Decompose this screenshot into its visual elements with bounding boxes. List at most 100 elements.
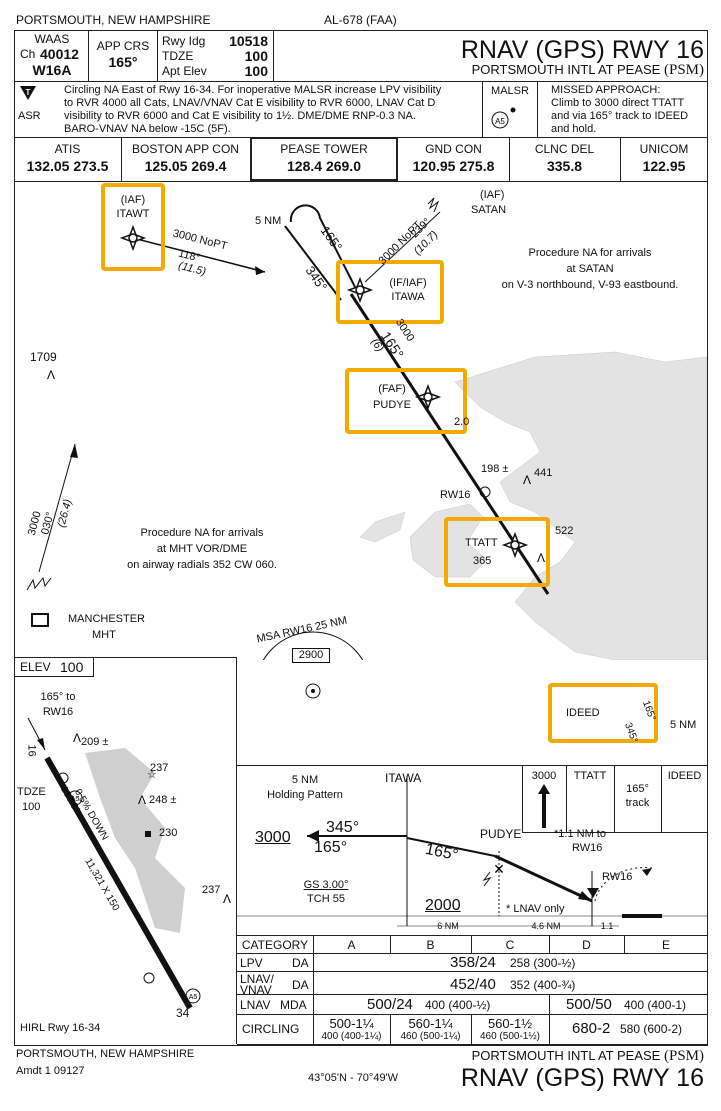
ttatt-name: TTATT [465,537,498,549]
comm-label-4: CLNC DEL [534,142,595,156]
note-line4: BARO-VNAV NA below -15C (5F). [64,123,231,135]
svg-text:Λ: Λ [523,473,531,487]
lnav-de-haa: 400 (400-1) [624,998,687,1012]
page-title: RNAV (GPS) RWY 16 [460,36,704,64]
table-header-3: C [505,938,515,952]
lnav-abc-minimum: 500/24 [367,996,413,1013]
profile-dist1: 6 NM [437,921,459,931]
table-header-2: B [426,938,435,952]
icon-altitude: 3000 [531,770,557,782]
apt-elev-value: 100 [244,63,268,79]
wcode: W16A [32,62,72,78]
iaf1-name: ITAWT [116,208,150,220]
profile-crs-out: 345° [326,819,360,836]
rwy-ldg-value: 10518 [229,33,268,49]
tdze-label: TDZE [162,49,194,63]
satan-type: (IAF) [480,189,505,201]
obstacle-209: 209 ± [81,736,109,748]
icon-ideed: IDEED [667,770,702,782]
ch-value: 40012 [40,46,79,62]
obstacle-237a: 237 [150,762,169,774]
highlight-itawt [101,183,165,271]
comm-freq-5: 122.95 [642,158,686,174]
elev-value: 100 [60,659,84,675]
circling-b-min: 560-1¼ [408,1016,453,1031]
comm-label-1: BOSTON APP CON [132,142,239,156]
profile-alt2000: 2000 [425,897,461,914]
lnav-vnav-haa: 352 (400-¾) [510,978,576,992]
table-header-4: D [582,938,591,952]
iaf1-type: (IAF) [120,194,146,206]
circling-de-haa: 580 (600-2) [620,1022,683,1036]
rw16-label: RW16 [440,489,471,501]
waas-label: WAAS [34,32,70,46]
elev-label: ELEV [20,660,51,674]
profile-gs: GS 3.00° [303,879,349,891]
malsr-label: MALSR [491,85,529,97]
profile-note-rw: RW16 [572,842,603,854]
svg-text:A5: A5 [495,117,505,126]
triangle-t-icon: T [20,86,36,100]
rwy-16-label: 16 [25,744,38,757]
table-vline [471,1014,472,1044]
comm-freq-0: 132.05 273.5 [26,158,109,174]
svg-text:Λ: Λ [537,551,545,565]
hirl-label: HIRL Rwy 16-34 [20,1022,101,1034]
svg-text:✕: ✕ [493,861,505,877]
obstacle-441: 441 [534,467,553,479]
icon-track2: track [625,797,650,809]
chart-id: AL-678 (FAA) [324,13,397,27]
table-hline [237,935,708,936]
profile-dist3: 1.1 [600,921,614,931]
lnav-vnav-minimum: 452/40 [450,976,496,993]
lnav-label: LNAV [240,998,271,1012]
circling-c-haa: 460 (500-1½) [479,1031,541,1042]
if-type: (IF/IAF) [389,277,427,289]
lnav-de-minimum: 500/50 [566,996,612,1013]
circling-label: CIRCLING [242,1022,300,1036]
table-header-1: A [347,938,356,952]
table-hline [237,971,708,972]
svg-text:Λ: Λ [138,793,146,807]
missed-label: MISSED APPROACH: [551,84,661,96]
faf-type: (FAF) [378,383,406,395]
na-satan-3: on V-3 northbound, V-93 eastbound. [501,279,679,291]
profile-itawa: ITAWA [385,771,422,785]
apt-elev-label: Apt Elev [162,64,207,78]
na-satan-1: Procedure NA for arrivals [528,247,652,259]
table-vline [549,935,550,953]
comm-label-2: PEASE TOWER [280,142,368,156]
malsr-icon: A5 [491,107,516,129]
note-line1: Circling NA East of Rwy 16-34. For inope… [64,84,442,96]
rwy-34-label: 34 [176,1006,190,1020]
lnav-vnav-da: DA [292,978,309,992]
comm-freq-1: 125.05 269.4 [144,158,227,174]
asr-label: ASR [18,110,41,122]
table-vline [549,1014,550,1044]
comm-label-5: UNICOM [639,142,689,156]
climb-arrow-icon [538,784,550,828]
circling-a-haa: 400 (400-1¼) [321,1031,382,1042]
header-city: PORTSMOUTH, NEW HAMPSHIRE [16,13,211,27]
mht-label: MHT [92,629,116,641]
lpv-da: DA [292,956,309,970]
profile-crs-in: 165° [314,839,348,856]
profile-rw16: RW16 [602,871,633,883]
obstacle-248: 248 ± [149,794,177,806]
msa-altitude: 2900 [292,648,330,663]
faf-name: PUDYE [373,399,411,411]
comm-freq-2: 128.4 269.0 [287,158,361,174]
wp-pudye-icon [414,383,442,411]
table-vline [390,1014,391,1044]
svg-text:A5: A5 [71,796,80,803]
highlight-ttatt [444,517,550,587]
rwy-course-label: 165° to [40,691,76,703]
chart-frame [14,30,708,1046]
hold-nm: 5 NM [255,215,282,227]
footer-title: RNAV (GPS) RWY 16 [460,1064,704,1092]
missed-line2: and via 165° track to IDEED [551,110,689,122]
airport-center-icon [305,683,321,699]
obstacle-230: 230 [159,827,178,839]
lnav-abc-haa: 400 (400-½) [425,998,491,1012]
table-hline [237,994,708,995]
